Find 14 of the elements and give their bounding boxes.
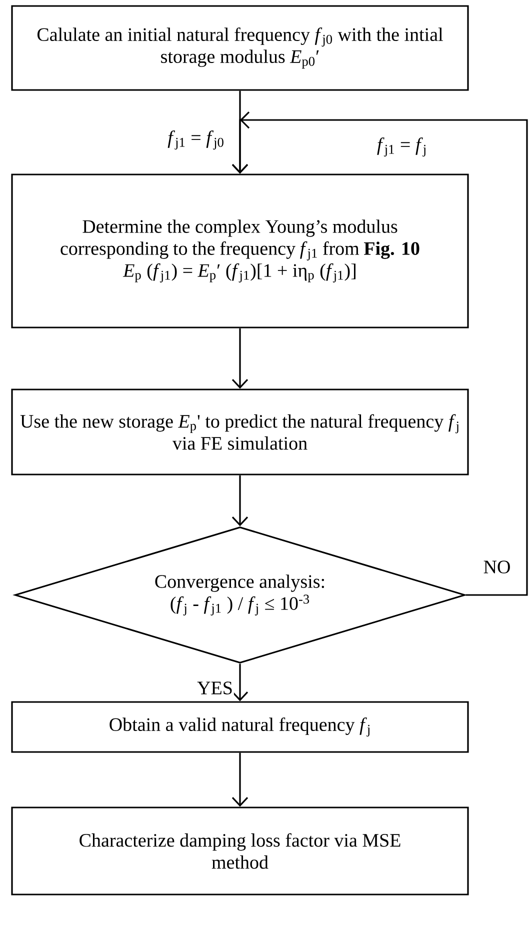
edge-label: NO <box>482 560 512 574</box>
arrow <box>232 752 248 807</box>
process-box: Use the new storage E$_{p}$' to predict the natural frequency f$_{j}$ via FE simulation <box>11 388 469 476</box>
arrow <box>232 475 248 526</box>
process-box: Obtain a valid natural frequency f$_{j}$ <box>11 701 469 753</box>
process-box: Characterize damping loss factor via MSE method <box>11 806 469 896</box>
arrow <box>232 328 248 389</box>
condition-label: f$_{j1}$ = f$_{j}$ <box>376 136 428 158</box>
edge-label: YES <box>196 680 234 696</box>
process-box: Determine the complex Young’s modulus corresponding to the frequency f$_{j1}$ from Fig. 10 E$_{p}$ (f$_{j1}$) = E$_{p}$′ (f$_{j1}$)[1 + iη$_{p}$ (f$_{j1}$)] <box>11 174 469 328</box>
edge-label: f$_{j1}$ = f$_{j0}$ <box>166 129 226 151</box>
process-box: Calulate an initial natural frequency f$_{j0}$ with the intial storage modulus E$_{p0}$′ <box>11 5 469 91</box>
arrow <box>232 111 528 596</box>
arrow <box>232 664 248 702</box>
